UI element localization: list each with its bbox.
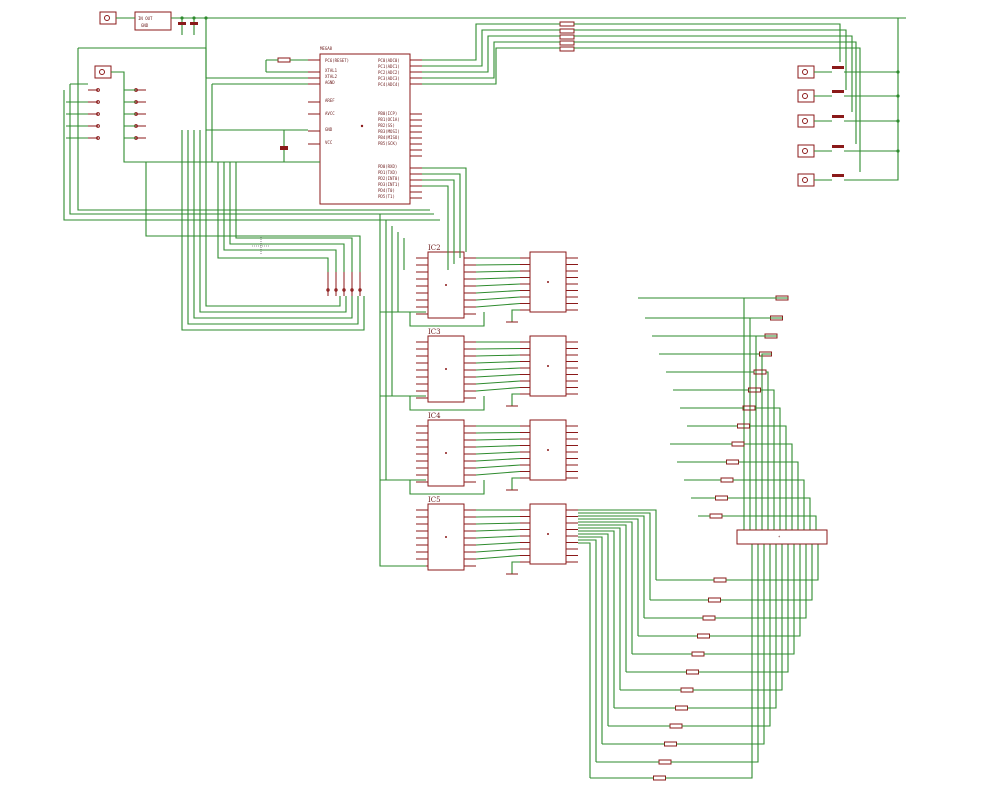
- ladder-resistor-lower[interactable]: [680, 687, 694, 693]
- decoupling-capacitor[interactable]: [280, 146, 288, 150]
- ladder-resistor-upper[interactable]: [742, 405, 756, 411]
- chip-ic5-label: IC5: [428, 496, 441, 504]
- svg-text:AVCC: AVCC: [325, 111, 335, 116]
- res-top-3[interactable]: [559, 34, 575, 40]
- res-top-5[interactable]: [559, 46, 575, 52]
- chip-ic3-label: IC3: [428, 328, 441, 336]
- transistor-t1[interactable]: [832, 66, 844, 69]
- connector-lamp-5[interactable]: [797, 173, 815, 187]
- res-top-2[interactable]: [559, 28, 575, 34]
- capacitor-c1[interactable]: [178, 22, 186, 25]
- svg-text:PC4(ADC4): PC4(ADC4): [378, 82, 400, 87]
- led-connector[interactable]: [736, 529, 828, 545]
- mcu-body[interactable]: [319, 53, 411, 205]
- svg-text:PD1(TXD): PD1(TXD): [378, 170, 397, 175]
- svg-text:VCC: VCC: [325, 140, 333, 145]
- chip-ic4[interactable]: IC4: [409, 412, 578, 495]
- svg-text:AREF: AREF: [325, 98, 335, 103]
- power-jack[interactable]: [99, 11, 117, 25]
- driver-ic3-body[interactable]: [529, 335, 567, 397]
- svg-text:PC2(ADC2): PC2(ADC2): [378, 70, 400, 75]
- driver-ic4-body[interactable]: [529, 419, 567, 481]
- svg-text:PC0(ADC0): PC0(ADC0): [378, 58, 400, 63]
- resistor-ladder: [578, 295, 819, 781]
- svg-text:PB3(MOSI): PB3(MOSI): [378, 129, 400, 134]
- chip-ic3[interactable]: IC3: [409, 328, 578, 411]
- ladder-resistor-upper[interactable]: [709, 513, 723, 519]
- svg-text:PB4(MISO): PB4(MISO): [378, 135, 400, 140]
- res-top-4[interactable]: [559, 40, 575, 46]
- driver-ic2-body[interactable]: [529, 251, 567, 313]
- capacitor-c2[interactable]: [190, 22, 198, 25]
- svg-text:AGND: AGND: [325, 80, 335, 85]
- ladder-resistor-upper[interactable]: [715, 495, 728, 501]
- svg-text:PB5(SCK): PB5(SCK): [378, 141, 397, 146]
- voltage-regulator[interactable]: [134, 11, 172, 31]
- connector-lamp-3[interactable]: [797, 114, 815, 128]
- power-section: IN OUT GND: [99, 11, 900, 78]
- svg-text:GND: GND: [325, 127, 333, 132]
- reset-resistor[interactable]: [277, 57, 291, 63]
- svg-text:PC6(RESET): PC6(RESET): [325, 58, 349, 63]
- chip-ic5-body[interactable]: [427, 503, 465, 571]
- chip-ic2[interactable]: IC2: [409, 244, 578, 327]
- ladder-resistor-lower[interactable]: [702, 615, 716, 621]
- svg-text:PB1(OC1A): PB1(OC1A): [378, 117, 400, 122]
- ladder-resistor-lower[interactable]: [653, 775, 666, 781]
- svg-text:PC1(ADC1): PC1(ADC1): [378, 64, 400, 69]
- ladder-resistor-lower[interactable]: [708, 597, 721, 603]
- connector-j2[interactable]: [94, 65, 112, 79]
- chip-ic4-label: IC4: [428, 412, 441, 420]
- chip-ic5[interactable]: IC5: [416, 496, 578, 575]
- transistor-t2[interactable]: [832, 90, 844, 93]
- transistor-t3[interactable]: [832, 115, 844, 118]
- svg-text:PD2(INT0): PD2(INT0): [378, 176, 400, 181]
- connector-lamp-2[interactable]: [797, 89, 815, 103]
- ladder-resistor-upper[interactable]: [720, 477, 734, 483]
- svg-text:PD4(T0): PD4(T0): [378, 188, 395, 193]
- res-top-1[interactable]: [559, 21, 575, 27]
- transistor-t4[interactable]: [832, 145, 844, 148]
- left-connectors: [88, 65, 146, 140]
- svg-text:PD0(RXD): PD0(RXD): [378, 164, 397, 169]
- svg-text:XTAL1: XTAL1: [325, 68, 338, 73]
- dip-switch-block[interactable]: [326, 272, 362, 296]
- svg-text:PB0(ICP): PB0(ICP): [378, 111, 397, 116]
- svg-text:PC3(ADC3): PC3(ADC3): [378, 76, 400, 81]
- chip-ic2-body[interactable]: [427, 251, 465, 319]
- svg-text:*: *: [778, 535, 781, 540]
- svg-text:IN OUT: IN OUT: [138, 16, 153, 21]
- transistor-drivers: [422, 17, 906, 187]
- ladder-resistor-lower[interactable]: [675, 705, 688, 711]
- ladder-resistor-lower[interactable]: [697, 633, 710, 639]
- ladder-resistor-upper[interactable]: [726, 459, 739, 465]
- chip-ic4-body[interactable]: [427, 419, 465, 487]
- connector-lamp-4[interactable]: [797, 144, 815, 158]
- ladder-resistor-upper[interactable]: [731, 441, 745, 447]
- ladder-resistor-lower[interactable]: [686, 669, 699, 675]
- ladder-resistor-lower[interactable]: [691, 651, 705, 657]
- ladder-resistor-lower[interactable]: [713, 577, 727, 583]
- svg-text:PB2(SS): PB2(SS): [378, 123, 395, 128]
- ladder-resistor-lower[interactable]: [669, 723, 683, 729]
- driver-ic5-body[interactable]: [529, 503, 567, 565]
- connector-lamp-1[interactable]: [797, 65, 815, 79]
- svg-text:GND: GND: [141, 23, 149, 28]
- svg-text:PD5(T1): PD5(T1): [378, 194, 395, 199]
- button-header[interactable]: [88, 88, 100, 140]
- ladder-resistor-lower[interactable]: [658, 759, 672, 765]
- crosshair-cursor: [252, 237, 270, 255]
- ladder-resistor-lower[interactable]: [664, 741, 677, 747]
- svg-text:MEGA8: MEGA8: [320, 46, 333, 51]
- svg-text:PD3(INT1): PD3(INT1): [378, 182, 400, 187]
- chip-ic2-label: IC2: [428, 244, 441, 252]
- chip-ic3-body[interactable]: [427, 335, 465, 403]
- transistor-t5[interactable]: [832, 174, 844, 177]
- microcontroller[interactable]: MEGA8 PC6(RESET) XTAL1 XTAL2 AGND AREF A…: [308, 46, 422, 205]
- switch-header[interactable]: [134, 88, 146, 140]
- svg-text:XTAL2: XTAL2: [325, 74, 338, 79]
